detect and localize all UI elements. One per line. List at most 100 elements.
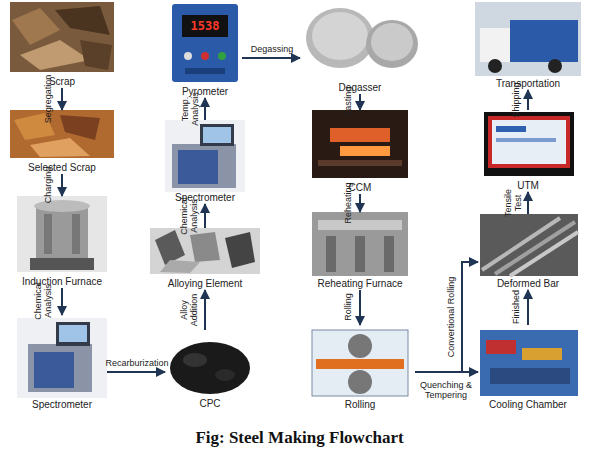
- spectrometer-photo-part: [34, 352, 74, 388]
- induction-furnace-photo-part: [36, 204, 88, 262]
- flow-arrow: [204, 290, 206, 330]
- alloying-element-photo-part: [190, 232, 220, 262]
- spectrometer-photo-part: [59, 325, 87, 342]
- ccm-photo-part: [312, 110, 408, 178]
- process-step-box: CPC: [165, 330, 255, 410]
- pyrometer-photo-part: [172, 4, 238, 82]
- induction-furnace-photo-part: [17, 196, 107, 272]
- step-label: CPC: [153, 398, 267, 410]
- flow-arrow: [359, 290, 361, 325]
- cpc-photo: [170, 342, 250, 394]
- spectrometer-photo-part: [203, 127, 231, 143]
- spectrometer-photo-part: [56, 322, 90, 346]
- spectrometer-photo: [165, 120, 245, 192]
- flow-arrow: [415, 262, 478, 372]
- edge-label: Degassing: [251, 44, 294, 54]
- pyrometer-photo-part: [182, 15, 228, 37]
- degasser-photo-part: [306, 8, 374, 68]
- process-step-box: CCM: [310, 110, 410, 194]
- reheating-furnace-photo-part: [355, 236, 365, 272]
- scrap-photo-part: [20, 40, 90, 70]
- cpc-photo-part: [183, 353, 207, 367]
- flow-arrow: [527, 192, 529, 214]
- process-step-box: Deformed Bar: [478, 214, 578, 290]
- flow-arrow: [359, 194, 361, 212]
- utm-photo-part: [496, 126, 526, 132]
- step-label: Spectrometer: [153, 192, 257, 204]
- induction-furnace-photo-part: [34, 200, 90, 212]
- edge-label: Recarburization: [105, 358, 168, 368]
- process-step-box: Spectrometer: [165, 120, 245, 204]
- scrap-photo-part: [10, 2, 114, 72]
- utm-photo-part: [492, 120, 566, 164]
- edge-label: Segregation: [43, 75, 53, 124]
- scrap-photo-part: [55, 6, 110, 35]
- process-step-box: Pyrometer: [168, 2, 242, 98]
- deformed-bar-photo-part: [510, 232, 578, 276]
- pyrometer-photo-part: [201, 52, 209, 60]
- step-label: Transportation: [461, 78, 595, 90]
- degasser-photo-part: [312, 12, 368, 60]
- rolling-photo: [312, 330, 408, 396]
- edge-label: Convertional Rolling: [446, 277, 456, 358]
- edge-label: Chemical Analysis: [179, 193, 199, 239]
- ccm-photo-part: [330, 128, 390, 142]
- spectrometer-photo-part: [200, 124, 234, 146]
- step-label: UTM: [466, 180, 590, 192]
- edge-label: Rolling: [343, 293, 353, 321]
- transportation-photo-part: [548, 59, 562, 73]
- flow-arrow: [415, 371, 478, 373]
- edge-label: Alloy Addition: [179, 290, 199, 330]
- rolling-photo-part: [348, 370, 372, 394]
- flow-arrow: [107, 371, 165, 373]
- induction-furnace-photo-part: [30, 258, 94, 270]
- deformed-bar-photo: [480, 214, 578, 276]
- utm-photo-part: [488, 116, 570, 168]
- process-step-box: UTM: [478, 110, 578, 192]
- flow-arrow: [204, 98, 206, 120]
- scrap-photo-part: [80, 40, 112, 70]
- alloying-element-photo-part: [160, 260, 200, 273]
- process-step-box: Scrap: [10, 2, 114, 88]
- alloying-element-photo-part: [225, 232, 255, 268]
- utm-photo: [484, 112, 574, 176]
- selected-scrap-photo-part: [30, 138, 90, 157]
- induction-furnace-photo: [17, 196, 107, 272]
- spectrometer-photo-part: [17, 318, 107, 398]
- ccm-photo-part: [340, 146, 390, 156]
- process-step-box: Induction Furnace: [17, 196, 107, 288]
- selected-scrap-photo-part: [60, 115, 100, 140]
- edge-label: Finished: [511, 290, 521, 324]
- display-reading: 1538: [191, 19, 220, 33]
- step-label: Rolling: [293, 399, 427, 411]
- step-label: Cooling Chamber: [466, 399, 590, 411]
- reheating-furnace-photo: [312, 212, 408, 276]
- flow-arrow: [242, 57, 300, 59]
- alloying-element-photo-part: [150, 228, 260, 274]
- flow-arrow: [527, 90, 529, 110]
- spectrometer-photo-part: [28, 344, 92, 392]
- cooling-chamber-photo-part: [490, 368, 570, 384]
- step-label: CCM: [298, 182, 422, 194]
- spectrometer-photo: [17, 318, 107, 398]
- spectrometer-photo-part: [178, 150, 218, 184]
- spectrometer-photo-part: [172, 144, 236, 188]
- cpc-photo-part: [215, 369, 235, 381]
- cooling-chamber-photo: [480, 330, 578, 396]
- flow-arrow: [61, 288, 63, 315]
- step-label: Deformed Bar: [466, 278, 590, 290]
- step-label: Induction Furnace: [5, 276, 119, 288]
- alloying-element-photo: [150, 228, 260, 274]
- edge-label: Quenching & Tempering: [415, 380, 477, 400]
- cooling-chamber-photo-part: [486, 340, 516, 354]
- pyrometer-photo-part: [218, 52, 226, 60]
- flow-arrow: [527, 290, 529, 325]
- transportation-photo-part: [510, 20, 578, 62]
- edge-label: Charging: [43, 167, 53, 204]
- flow-arrow: [61, 174, 63, 196]
- step-label: Degasser: [288, 82, 432, 94]
- process-step-box: Selected Scrap: [10, 110, 114, 174]
- process-step-box: Cooling Chamber: [478, 325, 578, 411]
- cooling-chamber-photo-part: [480, 330, 578, 396]
- scrap-photo-part: [12, 8, 60, 45]
